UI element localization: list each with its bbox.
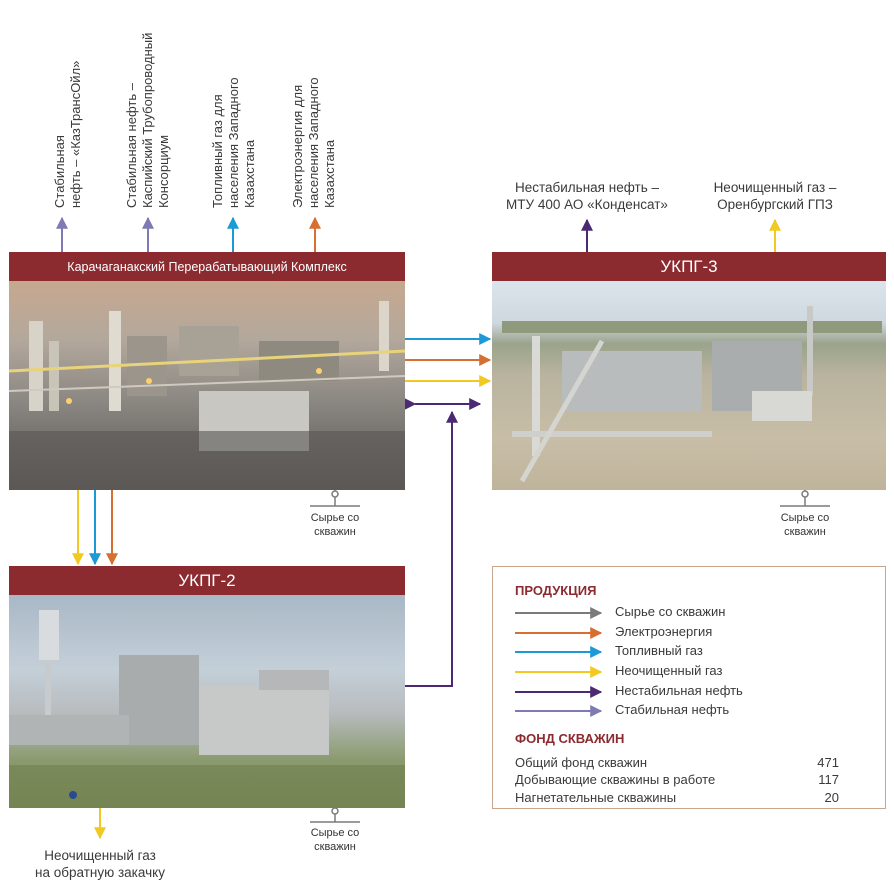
legend-item-stable-oil: Стабильная нефть bbox=[515, 702, 815, 720]
ukpg2-source-label: Сырье со скважин bbox=[310, 827, 360, 853]
legend-products-title: ПРОДУКЦИЯ bbox=[515, 583, 597, 598]
label-reinjection: Неочищенный газ на обратную закачку bbox=[35, 848, 165, 880]
label-unstable-oil-mtu: Нестабильная нефть – МТУ 400 АО «Конденс… bbox=[506, 180, 668, 212]
legend-label-fuel: Топливный газ bbox=[615, 643, 703, 658]
kpk-source-label: Сырье со скважин bbox=[310, 512, 360, 538]
label-power-population: Электроэнергия для населения Западного К… bbox=[290, 77, 337, 208]
legend-wells-title: ФОНД СКВАЖИН bbox=[515, 731, 625, 746]
raw-feed-ukpg2 bbox=[310, 807, 360, 823]
legend-item-unstable-oil: Нестабильная нефть bbox=[515, 683, 815, 701]
legend-item-raw-gas: Неочищенный газ bbox=[515, 663, 815, 681]
legend-arrow-unstable-oil bbox=[515, 686, 603, 698]
label-kaztransoil: Стабильная нефть – «КазТрансОйл» bbox=[52, 60, 83, 208]
legend-label-power: Электроэнергия bbox=[615, 624, 713, 639]
wells-value-producing: 117 bbox=[818, 772, 839, 787]
wells-row-producing: Добывающие скважины в работе 117 bbox=[515, 772, 839, 787]
legend-arrow-fuel bbox=[515, 646, 603, 658]
wells-value-total: 471 bbox=[817, 755, 839, 770]
ukpg3-title-bar: УКПГ-3 bbox=[492, 252, 886, 281]
wells-row-injection: Нагнетательные скважины 20 bbox=[515, 790, 839, 805]
ukpg2-title-bar: УКПГ-2 bbox=[9, 566, 405, 595]
label-cpc: Стабильная нефть – Каспийский Трубопрово… bbox=[124, 32, 171, 208]
raw-feed-kpk bbox=[310, 490, 360, 507]
kpk-title-bar: Карачаганакский Перерабатывающий Комплек… bbox=[9, 252, 405, 281]
legend-item-raw: Сырье со скважин bbox=[515, 604, 815, 622]
wells-label-injection: Нагнетательные скважины bbox=[515, 790, 677, 805]
legend-arrow-power bbox=[515, 627, 603, 639]
legend-item-power: Электроэнергия bbox=[515, 624, 815, 642]
ukpg2-photo bbox=[9, 595, 405, 808]
kpk-title: Карачаганакский Перерабатывающий Комплек… bbox=[67, 259, 347, 274]
legend-item-fuel: Топливный газ bbox=[515, 643, 815, 661]
ukpg3-source-label: Сырье со скважин bbox=[780, 512, 830, 538]
legend-label-raw: Сырье со скважин bbox=[615, 604, 726, 619]
legend-panel: ПРОДУКЦИЯ Сырье со скважин Электроэнерги… bbox=[492, 566, 886, 809]
line-unstable-oil-ukpg2 bbox=[405, 410, 458, 687]
ukpg2-photo-art bbox=[9, 610, 405, 808]
ukpg3-photo-art bbox=[502, 306, 882, 483]
legend-arrow-raw bbox=[515, 607, 603, 619]
legend-label-stable-oil: Стабильная нефть bbox=[615, 702, 730, 717]
wells-row-total: Общий фонд скважин 471 bbox=[515, 755, 839, 770]
kpk-photo-art bbox=[9, 301, 405, 490]
legend-arrow-stable-oil bbox=[515, 705, 603, 717]
ukpg3-title: УКПГ-3 bbox=[660, 256, 718, 276]
legend-label-raw-gas: Неочищенный газ bbox=[615, 663, 723, 678]
raw-feed-ukpg3 bbox=[780, 490, 830, 507]
ukpg3-photo bbox=[492, 281, 886, 490]
wells-label-producing: Добывающие скважины в работе bbox=[515, 772, 716, 787]
ukpg2-title: УКПГ-2 bbox=[178, 570, 236, 590]
label-raw-gas-ogpz: Неочищенный газ – Оренбургский ГПЗ bbox=[713, 180, 837, 212]
kpk-photo bbox=[9, 281, 405, 490]
wells-value-injection: 20 bbox=[824, 790, 839, 805]
legend-label-unstable-oil: Нестабильная нефть bbox=[615, 683, 743, 698]
label-fuel-gas-population: Топливный газ для населения Западного Ка… bbox=[210, 77, 257, 208]
wells-label-total: Общий фонд скважин bbox=[515, 755, 648, 770]
legend-arrow-raw-gas bbox=[515, 666, 603, 678]
